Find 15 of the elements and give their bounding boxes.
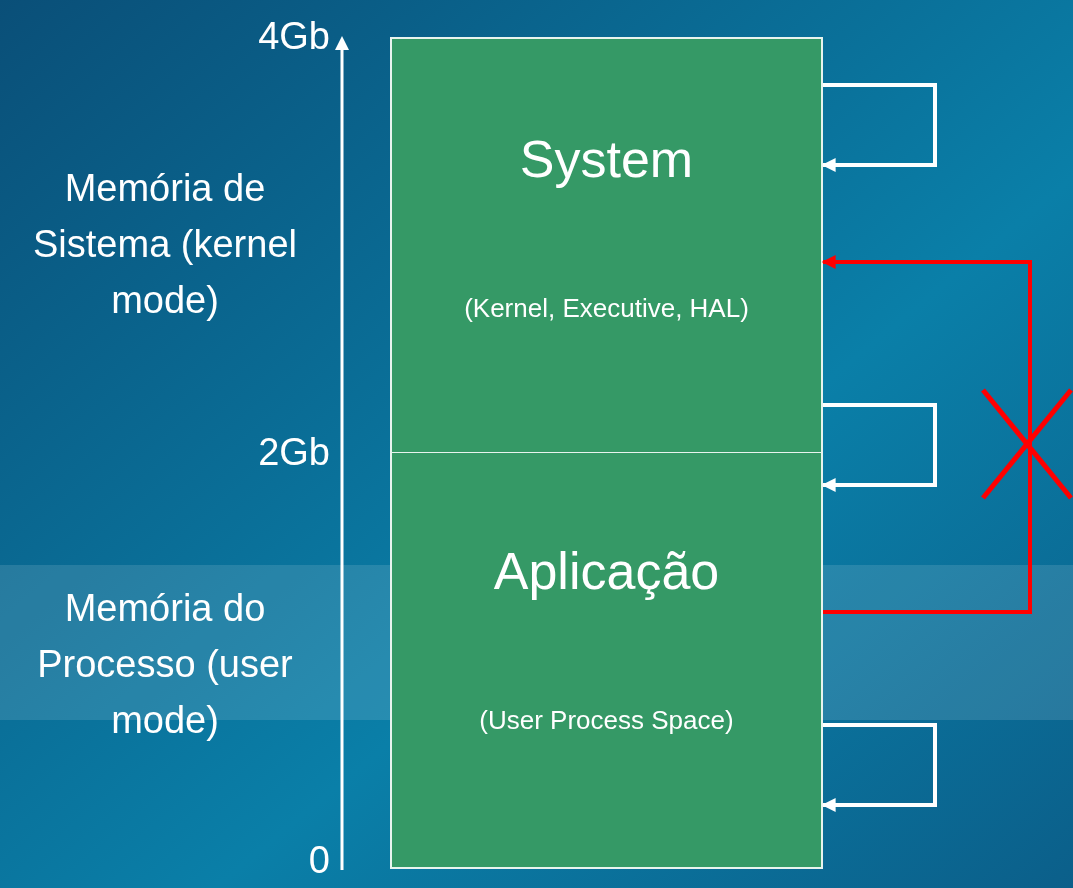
region-title: System — [518, 128, 695, 190]
memory-region-box — [390, 37, 823, 454]
memory-area-label: Memória de Sistema (kernel mode) — [32, 166, 298, 323]
arrow — [821, 255, 1032, 614]
region-title: Aplicação — [492, 540, 721, 602]
arrow — [821, 403, 937, 492]
axis-tick-label: 2Gb — [257, 430, 330, 475]
memory-area-label: Memória do Processo (user mode) — [36, 586, 294, 743]
region-subtitle: (User Process Space) — [478, 705, 735, 737]
arrow — [821, 723, 937, 812]
arrow — [821, 83, 937, 172]
region-subtitle: (Kernel, Executive, HAL) — [463, 293, 750, 325]
axis-tick-label: 4Gb — [257, 14, 330, 59]
memory-region-box — [390, 453, 823, 869]
axis-tick-label: 0 — [307, 838, 330, 883]
